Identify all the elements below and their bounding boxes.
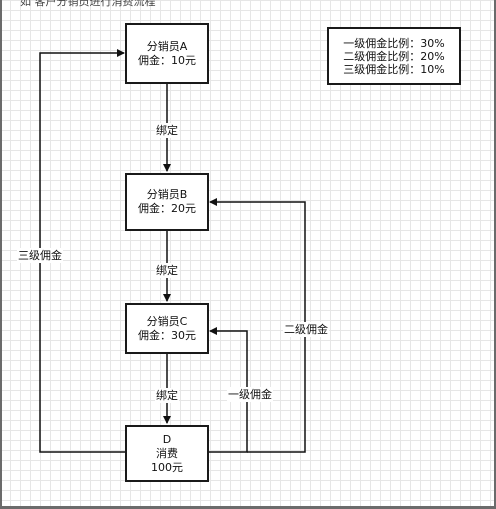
commission-rate-legend[interactable]: 一级佣金比例：30% 二级佣金比例：20% 三级佣金比例：10%: [327, 27, 461, 85]
legend-line-1: 一级佣金比例：30%: [343, 36, 445, 50]
label-bind-c-d: 绑定: [155, 388, 179, 403]
node-a-commission: 佣金：10元: [138, 53, 196, 67]
label-level2: 二级佣金: [283, 322, 329, 337]
node-b-name: 分销员B: [146, 188, 188, 201]
label-bind-a-b: 绑定: [155, 123, 179, 138]
node-a-name: 分销员A: [146, 39, 188, 53]
node-d-action: 消费: [156, 446, 178, 460]
label-level1: 一级佣金: [227, 387, 273, 402]
node-d-name: D: [162, 432, 172, 446]
node-distributor-a[interactable]: 分销员A 佣金：10元: [125, 23, 209, 84]
frame-right-border: [494, 0, 496, 509]
node-c-commission: 佣金：30元: [138, 328, 196, 342]
legend-line-3: 三级佣金比例：10%: [343, 62, 445, 76]
node-consumer-d[interactable]: D 消费 100元: [125, 425, 209, 482]
node-c-name: 分销员C: [146, 314, 188, 328]
frame-left-border: [0, 0, 2, 509]
label-bind-b-c: 绑定: [155, 263, 179, 278]
top-cut-text: 如 客户分销员进行消费流程: [20, 0, 156, 8]
node-distributor-c[interactable]: 分销员C 佣金：30元: [125, 303, 209, 354]
legend-line-2: 二级佣金比例：20%: [343, 49, 445, 63]
node-d-amount: 100元: [151, 460, 183, 474]
frame-bottom-border: [0, 506, 496, 509]
node-distributor-b[interactable]: 分销员B 佣金：20元: [125, 173, 209, 231]
label-level3: 三级佣金: [17, 248, 63, 263]
node-b-commission: 佣金：20元: [138, 202, 196, 215]
